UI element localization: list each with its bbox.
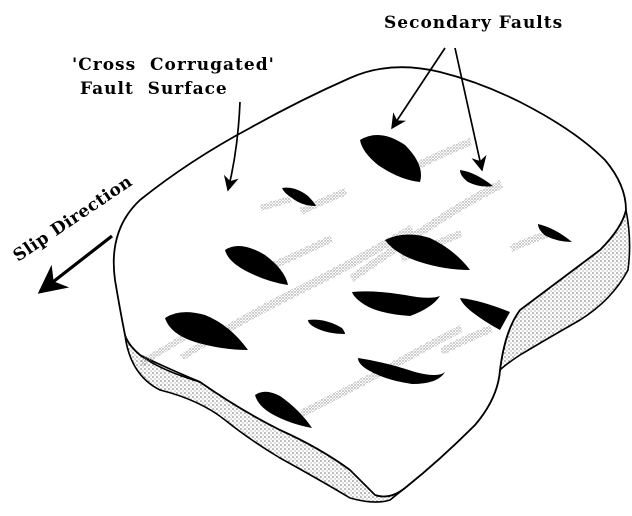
label-surface-line2: Fault Surface — [80, 79, 228, 99]
label-surface-line1: 'Cross Corrugated' — [72, 55, 275, 75]
label-secondary-faults: Secondary Faults — [384, 13, 563, 33]
fault-surface-top — [114, 67, 626, 496]
